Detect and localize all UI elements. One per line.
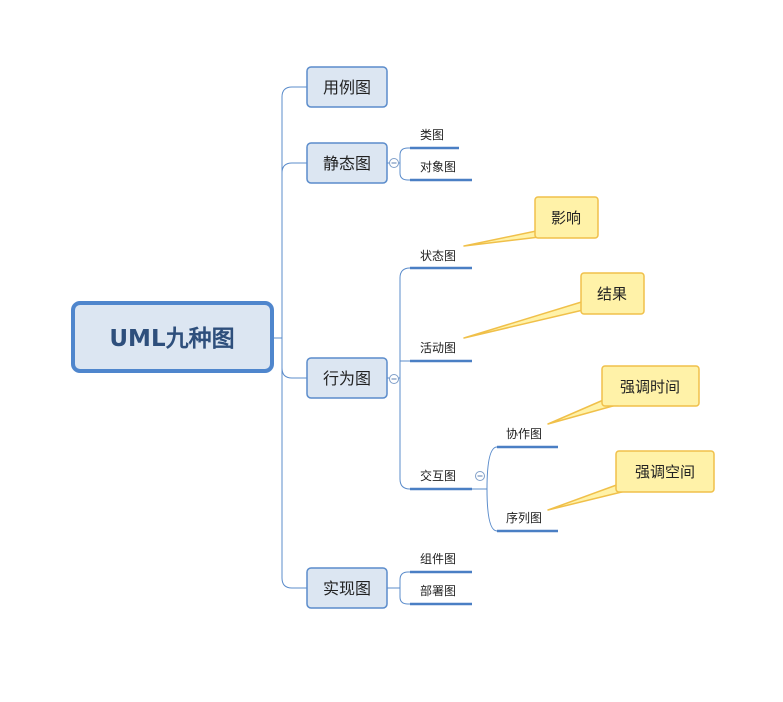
subtopic-deploy[interactable]: 部署图 <box>420 583 456 598</box>
connector-static <box>281 162 307 174</box>
subtopic-object[interactable]: 对象图 <box>420 160 456 174</box>
connector-behavior-children <box>387 267 472 490</box>
topic-usecase[interactable]: 用例图 <box>306 66 388 108</box>
subtopic-underlines <box>410 146 558 606</box>
callout-result[interactable]: 结果 <box>463 272 645 339</box>
subtopic-activity[interactable]: 活动图 <box>420 341 456 355</box>
connector-interaction-children <box>472 446 558 532</box>
subtopic-state[interactable]: 状态图 <box>420 249 456 263</box>
collapse-toggle-static[interactable] <box>389 158 399 168</box>
collapse-toggles[interactable] <box>389 158 485 481</box>
root-topic[interactable]: UML九种图 <box>71 301 274 373</box>
topic-behavior-label: 行为图 <box>323 369 371 388</box>
subtopic-class[interactable]: 类图 <box>420 128 444 142</box>
subtopic-labels: 类图 对象图 状态图 活动图 交互图 协作图 序列图 组件图 部署图 <box>420 128 542 598</box>
callout-space-label: 强调空间 <box>635 463 695 481</box>
subtopic-sequence[interactable]: 序列图 <box>506 510 542 525</box>
topic-impl-label: 实现图 <box>323 579 371 598</box>
callout-space[interactable]: 强调空间 <box>547 450 715 511</box>
subtopic-component[interactable]: 组件图 <box>420 552 456 566</box>
topic-impl[interactable]: 实现图 <box>306 567 388 609</box>
connector-spine <box>281 86 307 589</box>
topic-static-label: 静态图 <box>323 154 371 173</box>
connector-behavior <box>281 367 307 379</box>
topic-behavior[interactable]: 行为图 <box>306 357 388 399</box>
connector-impl-children <box>387 571 472 605</box>
collapse-toggle-interaction[interactable] <box>475 471 485 481</box>
root-topic-label: UML九种图 <box>109 326 234 352</box>
subtopic-collab[interactable]: 协作图 <box>506 426 542 441</box>
topic-static[interactable]: 静态图 <box>306 142 388 184</box>
callout-influence[interactable]: 影响 <box>463 196 599 247</box>
callout-influence-label: 影响 <box>551 209 581 227</box>
collapse-toggle-behavior[interactable] <box>389 374 399 384</box>
subtopic-interaction[interactable]: 交互图 <box>420 468 456 483</box>
callout-result-label: 结果 <box>597 285 627 303</box>
topic-usecase-label: 用例图 <box>323 78 371 97</box>
callout-time-label: 强调时间 <box>620 378 680 396</box>
callout-time[interactable]: 强调时间 <box>547 365 700 425</box>
